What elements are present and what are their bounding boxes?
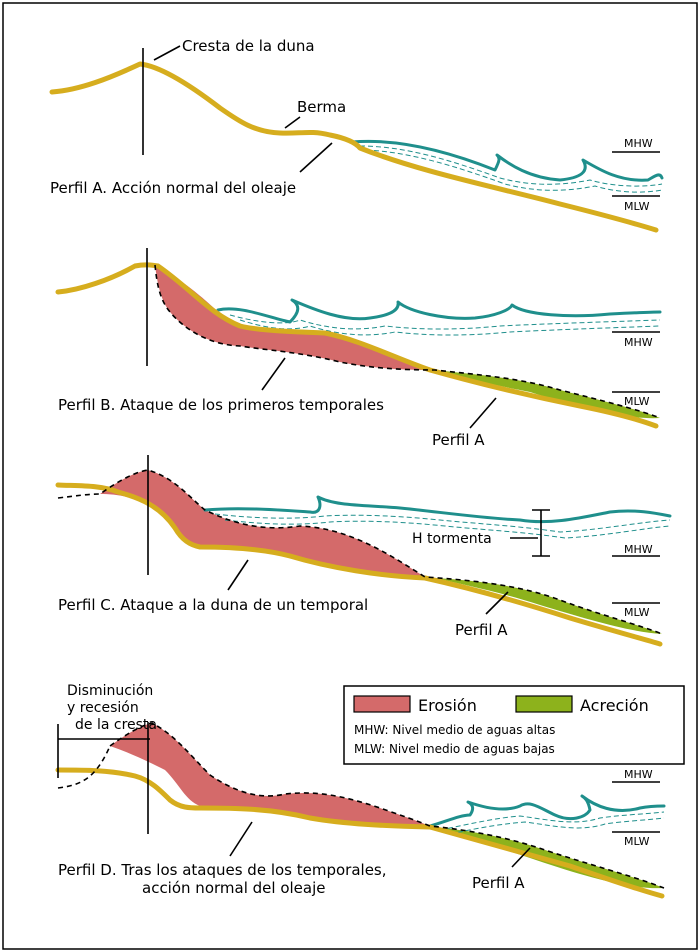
profile-c-foam [214, 513, 671, 533]
profile-b-mhw-label: MHW [624, 336, 653, 349]
profile-a-berm-leader [284, 116, 301, 129]
profile-a-crest-label: Cresta de la duna [182, 37, 315, 55]
profile-c-ref-leader [485, 591, 509, 615]
profile-d-foam-2 [449, 817, 665, 835]
legend-erosion-swatch [353, 695, 411, 713]
profile-c: Perfil C. Ataque a la duna de un tempora… [55, 455, 672, 647]
profile-c-accretion-area [435, 578, 662, 634]
profile-a-water-line [350, 139, 664, 182]
profile-d-ref-leader [511, 847, 531, 868]
profile-d-caption-line1: Perfil D. Tras los ataques de los tempor… [58, 861, 387, 879]
profile-b-foam-2 [239, 319, 661, 336]
profile-c-dashed-original [57, 469, 663, 635]
profile-c-ref-label: Perfil A [455, 621, 508, 639]
legend-accretion-swatch [515, 695, 573, 713]
profile-c-erosion-area [100, 470, 425, 577]
profile-a-crest-leader [153, 45, 181, 61]
profile-b-mlw-label: MLW [624, 395, 650, 408]
profile-c-water-line [203, 495, 672, 524]
profile-b-ref-leader [469, 397, 497, 429]
profile-a-mhw-label: MHW [624, 137, 653, 150]
profile-d-crest-note-line3: de la cresta [75, 717, 157, 733]
profile-c-caption: Perfil C. Ataque a la duna de un tempora… [58, 596, 368, 614]
profile-d-water-line [428, 794, 666, 828]
profile-a-foam-2 [365, 149, 663, 193]
profile-d-caption-line2: acción normal del oleaje [142, 879, 325, 897]
legend-mhw-definition: MHW: Nivel medio de aguas altas [354, 723, 555, 737]
profile-b-dashed-original [154, 264, 661, 419]
profile-a-mlw-label: MLW [624, 200, 650, 213]
profile-d-mhw-label: MHW [624, 768, 653, 781]
legend-mlw-definition: MLW: Nivel medio de aguas bajas [354, 742, 555, 756]
profile-a-sand [49, 61, 659, 233]
profile-a-caption-leader [299, 142, 333, 173]
profile-c-mlw-label: MLW [624, 606, 650, 619]
profile-a-foam [359, 145, 663, 187]
profile-a-caption: Perfil A. Acción normal del oleaje [50, 179, 296, 197]
profile-b-water-line [216, 298, 662, 324]
legend-erosion-label: Erosión [418, 696, 477, 715]
profile-d: Disminución y recesión de la cresta Perf… [55, 683, 666, 899]
profile-b-sand [55, 262, 659, 429]
profile-c-caption-leader [227, 559, 249, 591]
profile-c-sand [55, 482, 663, 647]
profile-d-sand [55, 767, 665, 899]
profile-d-crest-note-line2: y recesión [67, 700, 139, 716]
profile-b-foam [229, 314, 661, 330]
profile-a: Cresta de la duna Berma Perfil A. Acción… [49, 37, 664, 233]
profile-d-mlw-label: MLW [624, 835, 650, 848]
legend-accretion-label: Acreción [580, 696, 649, 715]
profile-b-caption-leader [261, 357, 286, 391]
profile-b-accretion-area [435, 370, 660, 419]
profile-b-caption: Perfil B. Ataque de los primeros tempora… [58, 396, 384, 414]
profile-c-mhw-label: MHW [624, 543, 653, 556]
profile-c-storm-label: H tormenta [412, 531, 492, 547]
profile-d-caption-leader [229, 821, 253, 857]
profile-a-berm-label: Berma [297, 98, 346, 116]
profile-b-ref-label: Perfil A [432, 431, 485, 449]
profile-d-dashed-original [57, 722, 665, 889]
legend: Erosión Acreción MHW: Nivel medio de agu… [343, 685, 685, 765]
profile-b: Perfil B. Ataque de los primeros tempora… [55, 248, 662, 449]
profile-d-foam [439, 811, 665, 831]
profile-d-crest-note-line1: Disminución [67, 683, 153, 699]
profile-d-erosion-area [110, 723, 430, 826]
profile-c-foam-2 [224, 519, 671, 539]
profile-d-ref-label: Perfil A [472, 874, 525, 892]
